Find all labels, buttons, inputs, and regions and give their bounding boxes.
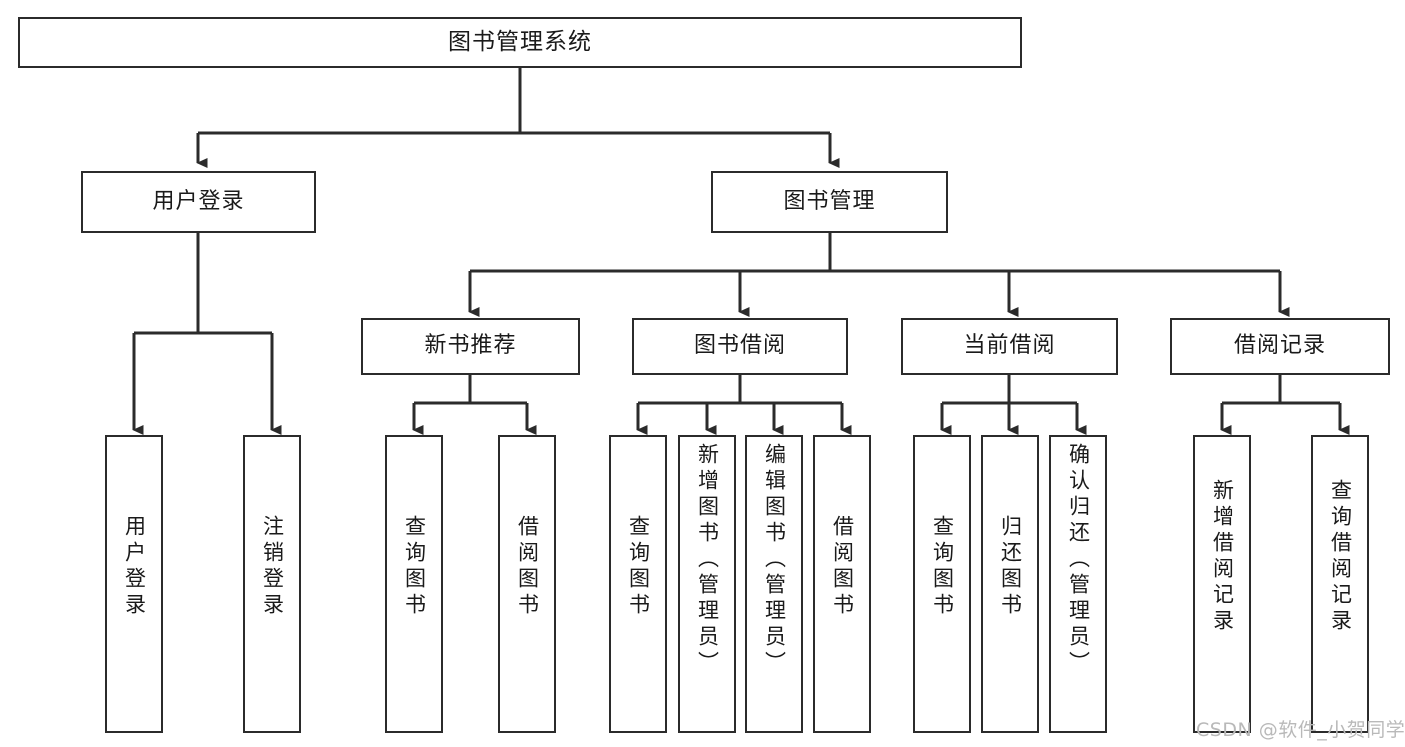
node-borrow-record[interactable]: 借阅记录	[1170, 318, 1390, 375]
node-book-management[interactable]: 图书管理	[711, 171, 948, 233]
node-new-book-recommend[interactable]: 新书推荐	[361, 318, 580, 375]
node-label: 图书管理	[783, 188, 876, 214]
leaf-label: 注销登录	[260, 515, 285, 619]
leaf-label: 确认归还（管理员）	[1066, 443, 1091, 677]
leaf-borrow-record-add-record[interactable]: 新增借阅记录	[1193, 435, 1251, 733]
csdn-watermark: CSDN @软件_小贺同学	[1196, 715, 1405, 742]
leaf-book-borrow-borrow-book[interactable]: 借阅图书	[813, 435, 871, 733]
leaf-label: 新增图书（管理员）	[695, 443, 720, 677]
leaf-book-borrow-query-book[interactable]: 查询图书	[609, 435, 667, 733]
leaf-label: 用户登录	[122, 515, 147, 619]
leaf-new-book-borrow-book[interactable]: 借阅图书	[498, 435, 556, 733]
node-label: 图书管理系统	[448, 28, 592, 55]
node-current-borrow[interactable]: 当前借阅	[901, 318, 1118, 375]
leaf-label: 借阅图书	[830, 515, 855, 619]
leaf-book-borrow-edit-book-admin[interactable]: 编辑图书（管理员）	[745, 435, 803, 733]
leaf-label: 新增借阅记录	[1210, 479, 1235, 635]
leaf-book-borrow-add-book-admin[interactable]: 新增图书（管理员）	[678, 435, 736, 733]
leaf-label: 借阅图书	[515, 515, 540, 619]
node-label: 新书推荐	[424, 333, 517, 359]
watermark-text: CSDN @软件_小贺同学	[1196, 719, 1405, 741]
leaf-label: 查询图书	[402, 515, 427, 619]
node-user-login[interactable]: 用户登录	[81, 171, 316, 233]
leaf-label: 查询图书	[626, 515, 651, 619]
leaf-user-login-logout[interactable]: 注销登录	[243, 435, 301, 733]
leaf-label: 编辑图书（管理员）	[762, 443, 787, 677]
node-label: 借阅记录	[1233, 333, 1326, 359]
leaf-label: 查询借阅记录	[1328, 479, 1353, 635]
leaf-label: 归还图书	[998, 515, 1023, 619]
leaf-current-borrow-query-book[interactable]: 查询图书	[913, 435, 971, 733]
leaf-label: 查询图书	[930, 515, 955, 619]
leaf-current-borrow-confirm-return-admin[interactable]: 确认归还（管理员）	[1049, 435, 1107, 733]
node-label: 当前借阅	[963, 333, 1056, 359]
node-root-book-management-system[interactable]: 图书管理系统	[18, 17, 1022, 68]
node-label: 图书借阅	[693, 333, 786, 359]
leaf-user-login-login[interactable]: 用户登录	[105, 435, 163, 733]
node-label: 用户登录	[152, 188, 245, 214]
node-book-borrow[interactable]: 图书借阅	[632, 318, 848, 375]
leaf-new-book-query-book[interactable]: 查询图书	[385, 435, 443, 733]
leaf-current-borrow-return-book[interactable]: 归还图书	[981, 435, 1039, 733]
leaf-borrow-record-query-record[interactable]: 查询借阅记录	[1311, 435, 1369, 733]
